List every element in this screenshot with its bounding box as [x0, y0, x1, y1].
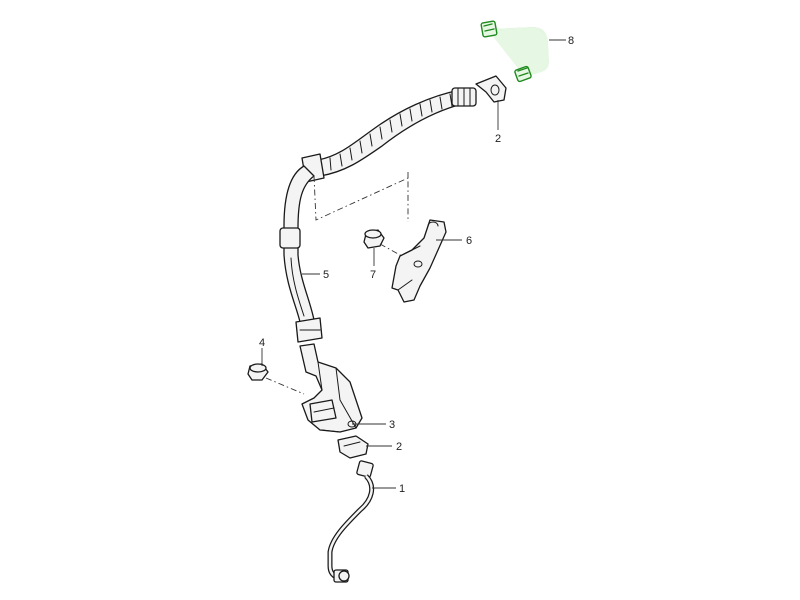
leader-lines [261, 39, 566, 489]
callout-8: 8 [568, 35, 574, 47]
callout-7: 7 [370, 269, 376, 281]
part-2-lower-clip[interactable] [337, 435, 369, 459]
part-8-brake-line[interactable] [480, 20, 550, 83]
part-4-bolt[interactable] [247, 363, 305, 395]
part-2-upper-clip[interactable] [475, 75, 507, 103]
callout-2-upper: 2 [495, 133, 501, 145]
part-1-brake-line[interactable] [327, 460, 375, 583]
callout-6: 6 [466, 235, 472, 247]
callout-3: 3 [389, 419, 395, 431]
callout-2-lower: 2 [396, 441, 402, 453]
assembly-reference-lines [313, 172, 409, 222]
callout-5: 5 [323, 269, 329, 281]
callout-1: 1 [399, 483, 405, 495]
part-3-mount-bracket[interactable] [299, 343, 363, 433]
part-6-bracket[interactable] [391, 219, 447, 303]
part-7-bolt[interactable] [363, 229, 403, 257]
callout-4: 4 [259, 337, 265, 349]
part-5-brake-hose[interactable] [279, 87, 477, 343]
